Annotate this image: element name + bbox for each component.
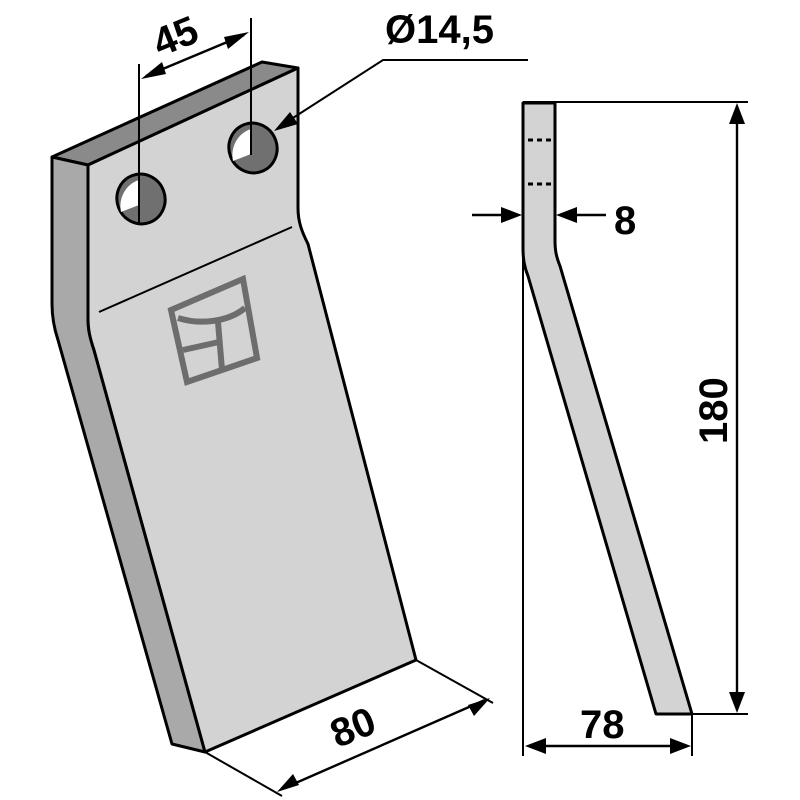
mounting-hole-right (227, 121, 279, 175)
manufacturer-logo-icon (167, 274, 261, 386)
label-height: 180 (692, 377, 736, 444)
fold-line (98, 226, 293, 313)
dimension-thickness: 8 (472, 199, 636, 243)
label-hole-diameter: Ø14,5 (385, 8, 494, 52)
dimension-hole-diameter: Ø14,5 (274, 8, 528, 131)
dimension-height: 180 (523, 101, 748, 715)
label-offset: 78 (580, 703, 625, 747)
side-profile-view: 180 8 78 (472, 101, 748, 756)
label-thickness: 8 (614, 199, 636, 243)
mounting-hole-left (115, 172, 167, 226)
front-isometric-view: 45 Ø14,5 80 (50, 8, 528, 797)
dimension-offset: 78 (522, 248, 693, 756)
label-hole-spacing: 45 (147, 8, 205, 65)
blade-profile (521, 101, 694, 716)
